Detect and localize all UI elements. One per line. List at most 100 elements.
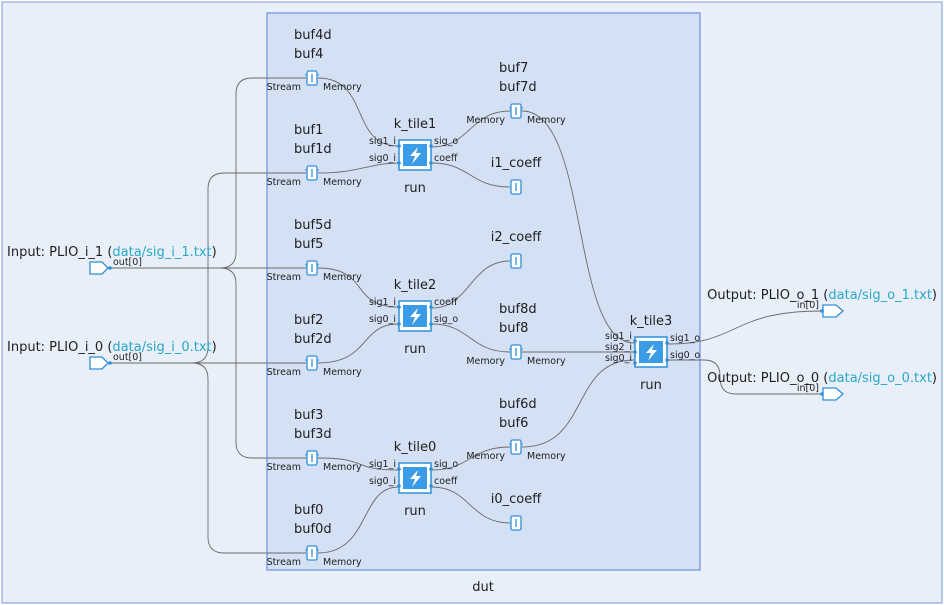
plio-port-icon (822, 387, 844, 401)
buffer-port-left: Stream (267, 272, 301, 283)
graph-container-dut[interactable] (266, 12, 701, 571)
connection-wires (110, 77, 823, 554)
plio-file-link[interactable]: data/sig_i_0.txt (112, 340, 211, 355)
buffer-name: buf3d (294, 427, 332, 442)
buffer-name: buf0 (294, 503, 323, 518)
plio-port-dot (820, 309, 824, 313)
input-plio-in1[interactable]: Input: PLIO_i_1 (data/sig_i_1.txt)out[0] (7, 245, 217, 275)
kernel-port-in: sig2_i (605, 342, 632, 353)
buffer-name: buf1d (294, 142, 332, 157)
kernel-name: k_tile3 (630, 314, 673, 329)
buffer-name: buf2 (294, 313, 323, 328)
output-plio-out0[interactable]: Output: PLIO_o_0 (data/sig_o_0.txt) in[0] (707, 371, 937, 401)
kernel-port-dot (429, 144, 433, 148)
plio-label: Output: PLIO_o_1 (data/sig_o_1.txt) (707, 288, 937, 303)
kernel-port-dot (397, 161, 401, 165)
buffer-name: buf8 (499, 321, 528, 336)
wire-k3-out1 (667, 310, 823, 345)
kernel-name: k_tile2 (394, 278, 437, 293)
plio-port-name: out[0] (113, 257, 142, 268)
wire-buf1-k1 (317, 162, 399, 174)
kernel-port-in: sig0_i (369, 153, 396, 164)
kernel-name: k_tile0 (394, 440, 437, 455)
plio-file-link[interactable]: data/sig_o_0.txt (828, 371, 932, 386)
kernel-port-in: sig1_i (369, 297, 396, 308)
plio-paren: ) (932, 288, 937, 303)
kernel-port-dot (429, 305, 433, 309)
plio-paren: ) (932, 371, 937, 386)
buffer-port-left: Memory (466, 356, 505, 367)
buffer-name: buf4d (294, 28, 332, 43)
plio-port-name: in[0] (797, 383, 819, 394)
coeff-node-i1_coeff[interactable]: i1_coeff (491, 156, 542, 195)
wire-buf7-k3 (521, 110, 635, 344)
coeff-node-i2_coeff[interactable]: i2_coeff (491, 230, 542, 269)
coeff-node-i0_coeff[interactable]: i0_coeff (491, 492, 542, 531)
buffer-name: buf5 (294, 237, 323, 252)
kernel-port-dot (633, 361, 637, 365)
wire-k2-coeff (431, 260, 511, 309)
input-plio-in0[interactable]: Input: PLIO_i_0 (data/sig_i_0.txt)out[0] (7, 340, 217, 370)
kernel-port-in: sig0_i (369, 476, 396, 487)
wire-k2-buf8 (431, 323, 511, 353)
kernel-function: run (404, 181, 426, 196)
buffer-port-right: Memory (323, 557, 362, 568)
wire-k0-buf6 (431, 446, 511, 471)
wire-k1-coeff (431, 162, 511, 188)
wire-in0-buf1 (110, 172, 306, 364)
output-plio-out1[interactable]: Output: PLIO_o_1 (data/sig_o_1.txt)in[0] (707, 288, 937, 318)
kernel-port-dot (429, 322, 433, 326)
plio-paren: ) (212, 245, 217, 260)
buffer-port-right: Memory (323, 272, 362, 283)
kernel-port-dot (429, 467, 433, 471)
wire-buf5-k2 (317, 267, 399, 308)
plio-name: Output: PLIO_o_0 ( (707, 371, 828, 386)
buffer-name: buf0d (294, 522, 332, 537)
kernel-port-out: coeff (434, 153, 458, 164)
wire-buf3-k0 (317, 457, 399, 471)
plio-name: Output: PLIO_o_1 ( (707, 288, 828, 303)
kernel-port-dot (397, 484, 401, 488)
kernel-port-dot (633, 350, 637, 354)
kernel-port-out: coeff (434, 297, 458, 308)
plio-file-link[interactable]: data/sig_o_1.txt (828, 288, 932, 303)
buffer-name: buf7 (499, 61, 528, 76)
kernel-port-dot (429, 161, 433, 165)
coeff-name: i0_coeff (491, 492, 542, 507)
lightning-icon (410, 147, 421, 164)
kernel-port-in: sig1_i (369, 459, 396, 470)
buffer-port-right: Memory (527, 356, 566, 367)
buffer-port-left: Memory (466, 451, 505, 462)
wire-buf4-k1 (317, 77, 399, 147)
graph-name: dut (472, 580, 494, 595)
plio-port-dot (108, 266, 112, 270)
buffer-name: buf7d (499, 80, 537, 95)
buffer-name: buf4 (294, 47, 323, 62)
kernel-port-in: sig0_i (369, 314, 396, 325)
buffer-node-buf0[interactable]: Stream Memory buf0 buf0d (267, 503, 362, 568)
lightning-icon (410, 470, 421, 487)
kernel-port-dot (397, 467, 401, 471)
buffer-port-right: Memory (323, 367, 362, 378)
kernel-port-in: sig1_i (605, 331, 632, 342)
wire-buf2-k2 (317, 323, 399, 364)
buffer-port-left: Stream (267, 557, 301, 568)
buffer-port-left: Stream (267, 367, 301, 378)
kernel-port-out: sig1_o (670, 333, 700, 344)
kernel-port-dot (397, 322, 401, 326)
buffer-port-right: Memory (323, 82, 362, 93)
plio-port-icon (89, 261, 109, 275)
plio-file-link[interactable]: data/sig_i_1.txt (112, 245, 211, 260)
